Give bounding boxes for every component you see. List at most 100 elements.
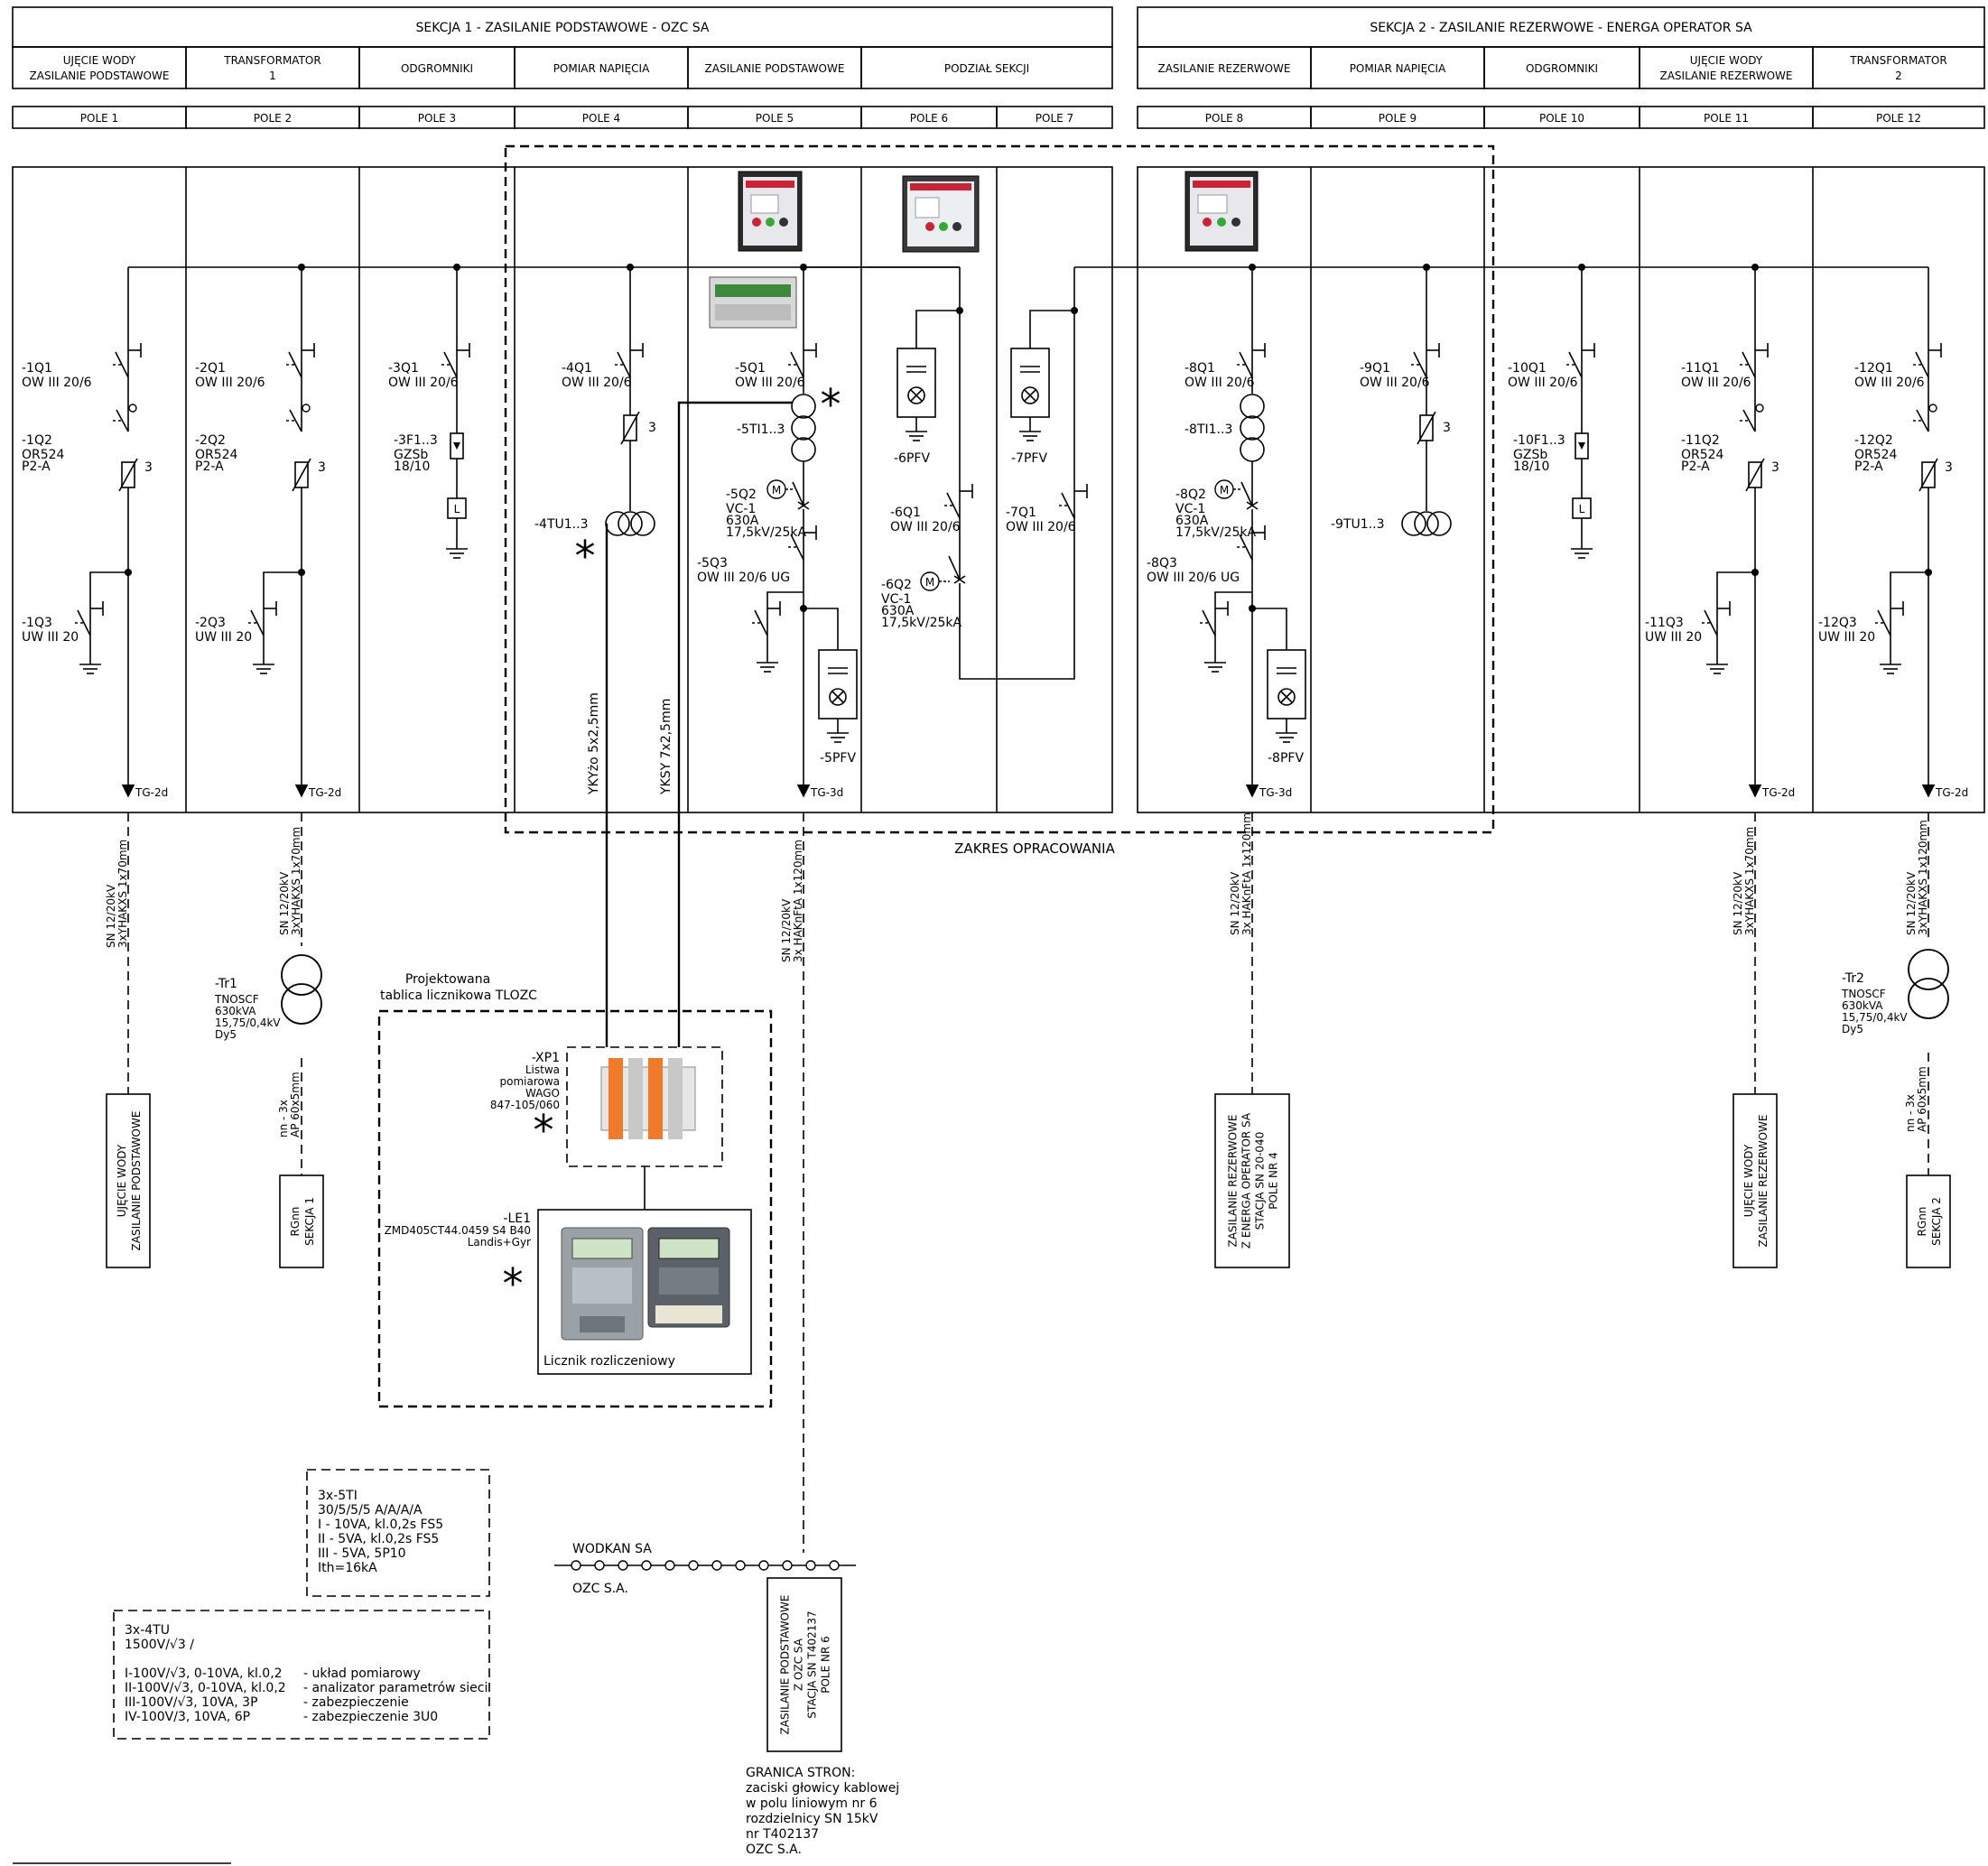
label-q11b: P2-A xyxy=(1681,460,1710,474)
function-label: ZASILANIE REZERWOWE xyxy=(1158,62,1291,75)
function-label: 2 xyxy=(1895,70,1902,82)
destination-label: Z OZC SA xyxy=(793,1638,805,1691)
function-label: UJĘCIE WODY xyxy=(1690,54,1763,67)
transformer-label: TNOSCF xyxy=(1841,988,1886,1000)
label-q3b: 18/10 xyxy=(394,460,430,474)
motor-label: M xyxy=(772,484,781,497)
field-label: POLE 1 xyxy=(80,112,118,125)
label-q11c: UW III 20 xyxy=(1645,630,1702,645)
busbar xyxy=(128,264,1928,311)
terminal-strip-label: pomiarowa xyxy=(499,1075,560,1088)
label-q12: OW III 20/6 xyxy=(1854,376,1925,390)
cable-label: 3x HAKnFtA 1x120mm xyxy=(1240,812,1253,935)
destination-label: ZASILANIE PODSTAWOWE xyxy=(779,1595,792,1735)
label-q5c: 17,5kV/25kA xyxy=(726,525,806,540)
section-2-title: SEKCJA 2 - ZASILANIE REZERWOWE - ENERGA … xyxy=(1370,21,1752,35)
phase-count-label: 3 xyxy=(318,460,326,475)
field-label: POLE 4 xyxy=(582,112,620,125)
tu-spec-line: - zabezpieczenie 3U0 xyxy=(303,1710,438,1724)
label-q4: -4Q1 xyxy=(562,361,592,376)
destination-label: SEKCJA 2 xyxy=(1930,1197,1943,1246)
function-label: TRANSFORMATOR xyxy=(223,54,320,67)
ti-spec-box xyxy=(306,1469,490,1597)
label-q1b: OR524 xyxy=(22,448,65,462)
label-q9b: -9TU1..3 xyxy=(1331,517,1384,532)
label-q8c: 17,5kV/25kA xyxy=(1175,525,1256,540)
label-q6c: -6Q2 xyxy=(881,578,912,592)
cable-label: 3xYHAKXS 1x70mm xyxy=(116,840,129,948)
tu-spec-line: - analizator parametrów sieci xyxy=(303,1681,488,1695)
function-label: PODZIAŁ SEKCJI xyxy=(944,62,1029,75)
field-label: POLE 12 xyxy=(1876,112,1921,125)
phase-count-label: 3 xyxy=(648,421,656,435)
label-q11b: OR524 xyxy=(1681,448,1724,462)
field-9 xyxy=(1401,267,1452,536)
transformer-1 xyxy=(281,954,322,1025)
arrester-label: L xyxy=(1579,503,1585,515)
cable-label: 3xYHAKXS 1x70mm xyxy=(290,827,302,935)
label-q5: -5Q1 xyxy=(735,361,766,376)
boundary-note: rozdzielnicy SN 15kV xyxy=(746,1812,878,1826)
destination-label: ZASILANIE PODSTAWOWE xyxy=(130,1111,143,1251)
label-q11: OW III 20/6 xyxy=(1681,376,1751,390)
cable-label: 3xYHAKXS 1x70mm xyxy=(1743,827,1756,935)
label-q8c: VC-1 xyxy=(1175,502,1205,516)
label-q2b: OR524 xyxy=(195,448,238,462)
transformer-label: -Tr2 xyxy=(1842,971,1864,986)
field-label: POLE 8 xyxy=(1205,112,1243,125)
phase-count-label: 3 xyxy=(1443,421,1451,435)
boundary-note: OZC S.A. xyxy=(746,1843,802,1857)
destination-label: POLE NR 4 xyxy=(1268,1152,1280,1210)
label-q12c: UW III 20 xyxy=(1818,630,1875,645)
lv-label: AP 60x5mm xyxy=(1916,1066,1928,1132)
board-title: Projektowana xyxy=(405,972,490,987)
label-q11b: -11Q2 xyxy=(1681,433,1720,448)
label-q1c: -1Q3 xyxy=(22,616,52,630)
transformer-2 xyxy=(1908,949,1949,1019)
destination-label: STACJA SN T402137 xyxy=(806,1611,819,1718)
destination-label: POLE NR 6 xyxy=(820,1636,832,1694)
field-1 xyxy=(71,267,142,798)
field-10 xyxy=(1563,267,1595,559)
cable-label: SN 12/20kV xyxy=(780,898,793,962)
label-q5c: 630A xyxy=(726,514,759,528)
label-q1: -1Q1 xyxy=(22,361,52,376)
transformer-label: Dy5 xyxy=(1842,1023,1863,1035)
outgoing-cables xyxy=(127,812,1929,1553)
terminal-strip-label: WAGO xyxy=(525,1087,560,1100)
destination-label: Z ENERGA OPERATOR SA xyxy=(1240,1112,1253,1249)
label-q10b: GZSb xyxy=(1513,448,1547,462)
function-label: POMIAR NAPIĘCIA xyxy=(1350,62,1446,75)
terminal-strip-label: Listwa xyxy=(525,1063,560,1076)
motor-label: M xyxy=(1220,484,1229,497)
terminal-strip-label: 847-105/060 xyxy=(490,1099,560,1111)
label-q8: -8Q1 xyxy=(1184,361,1215,376)
field-4 xyxy=(605,267,655,536)
label-q8b: -8TI1..3 xyxy=(1184,422,1232,437)
section-1-title: SEKCJA 1 - ZASILANIE PODSTAWOWE - OZC SA xyxy=(416,21,710,35)
label-q11: -11Q1 xyxy=(1681,361,1720,376)
ti-spec-line: 3x-5TI xyxy=(318,1489,358,1503)
boundary-note: zaciski głowicy kablowej xyxy=(746,1781,899,1796)
boundary-label: WODKAN SA xyxy=(572,1542,652,1556)
cable-label: SN 12/20kV xyxy=(1732,871,1744,935)
tu-spec-line: 1500V/√3 / xyxy=(125,1638,194,1652)
ti-spec-line: III - 5VA, 5P10 xyxy=(318,1546,406,1561)
terminal-label: TG-2d xyxy=(308,786,341,799)
label-q4: OW III 20/6 xyxy=(562,376,632,390)
label-q9: OW III 20/6 xyxy=(1360,376,1430,390)
transformer-label: 15,75/0,4kV xyxy=(1842,1011,1908,1024)
boundary-note: w polu liniowym nr 6 xyxy=(746,1796,878,1811)
field-label: POLE 2 xyxy=(254,112,292,125)
label-q1b: -1Q2 xyxy=(22,433,52,448)
label-q2c: UW III 20 xyxy=(195,630,252,645)
label-q10: -10Q1 xyxy=(1508,361,1547,376)
destination-label: STACJA SN 20-040 xyxy=(1254,1132,1267,1230)
label-q7b: OW III 20/6 xyxy=(1006,520,1076,534)
transformer-label: -Tr1 xyxy=(215,977,237,991)
function-label: ODGROMNIKI xyxy=(1526,62,1598,75)
label-q5d: -5Q3 xyxy=(697,556,728,571)
